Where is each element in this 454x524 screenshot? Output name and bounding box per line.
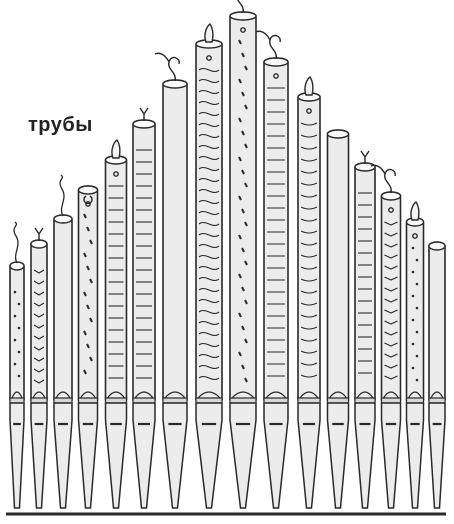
pipe-body (355, 163, 375, 400)
organ-pipe (355, 151, 375, 508)
pipe-body (10, 262, 24, 400)
pipe-foot (382, 403, 401, 508)
pipe-foot (429, 403, 445, 508)
pipe-topper (112, 140, 120, 158)
organ-pipe (429, 242, 445, 508)
pipe-foot (264, 403, 288, 508)
pipe-body (298, 93, 320, 400)
pipe-body (264, 58, 288, 400)
pipe-body (230, 12, 256, 400)
pipe-topper (60, 175, 64, 216)
pipe-foot (355, 403, 375, 508)
pipe-rim (355, 163, 375, 171)
organ-pipe (223, 0, 256, 508)
organ-pipe (54, 175, 72, 508)
pipe-foot (407, 403, 424, 508)
organ-pipe (155, 53, 187, 508)
pipe-foot (328, 403, 349, 508)
organ-pipe (407, 202, 424, 508)
pipe-foot (10, 403, 24, 508)
pipe-topper (256, 31, 280, 59)
pipe-topper (140, 108, 148, 121)
pipe-rim (31, 240, 47, 248)
organ-pipe (328, 130, 349, 508)
organ-pipe (196, 24, 222, 508)
pipe-foot (54, 403, 72, 508)
pipe-rim (133, 120, 155, 128)
pipe-rim (230, 12, 256, 20)
pipe-topper (305, 77, 313, 95)
pipe-body (407, 218, 424, 400)
pipe-body (328, 130, 349, 400)
pipe-topper (223, 0, 247, 13)
pipe-rim (429, 242, 445, 250)
pipe-foot (133, 403, 155, 508)
pipe-body (382, 192, 401, 400)
pipe-topper (35, 228, 43, 241)
pipe-topper (411, 202, 419, 220)
pipe-rim (79, 186, 98, 194)
organ-pipe (79, 186, 98, 508)
pipe-foot (196, 403, 222, 508)
pipe-topper (155, 53, 179, 81)
pipe-rim (163, 80, 187, 88)
pipe-rim (264, 58, 288, 66)
organ-pipe (106, 140, 127, 508)
organ-pipe (10, 222, 24, 508)
pipe-foot (79, 403, 98, 508)
pipe-rim (10, 262, 24, 270)
pipe-topper (361, 151, 369, 164)
organ-pipe (133, 108, 155, 508)
pipe-body (54, 215, 72, 400)
pipe-foot (298, 403, 320, 508)
pipe-foot (106, 403, 127, 508)
pipe-foot (163, 403, 187, 508)
pipe-foot (31, 403, 47, 508)
pipe-rim (54, 215, 72, 223)
pipe-rim (328, 130, 349, 138)
pipe-body (106, 156, 127, 400)
pipe-topper (14, 222, 18, 263)
pipe-body (429, 242, 445, 400)
pipe-rim (382, 192, 401, 200)
pipe-body (79, 186, 98, 400)
pipe-foot (230, 403, 256, 508)
organ-pipe (256, 31, 288, 508)
pipe-topper (205, 24, 213, 42)
pipe-body (31, 240, 47, 400)
organ-pipe (31, 228, 47, 508)
pipe-body (163, 80, 187, 400)
organ-pipe (298, 77, 320, 508)
